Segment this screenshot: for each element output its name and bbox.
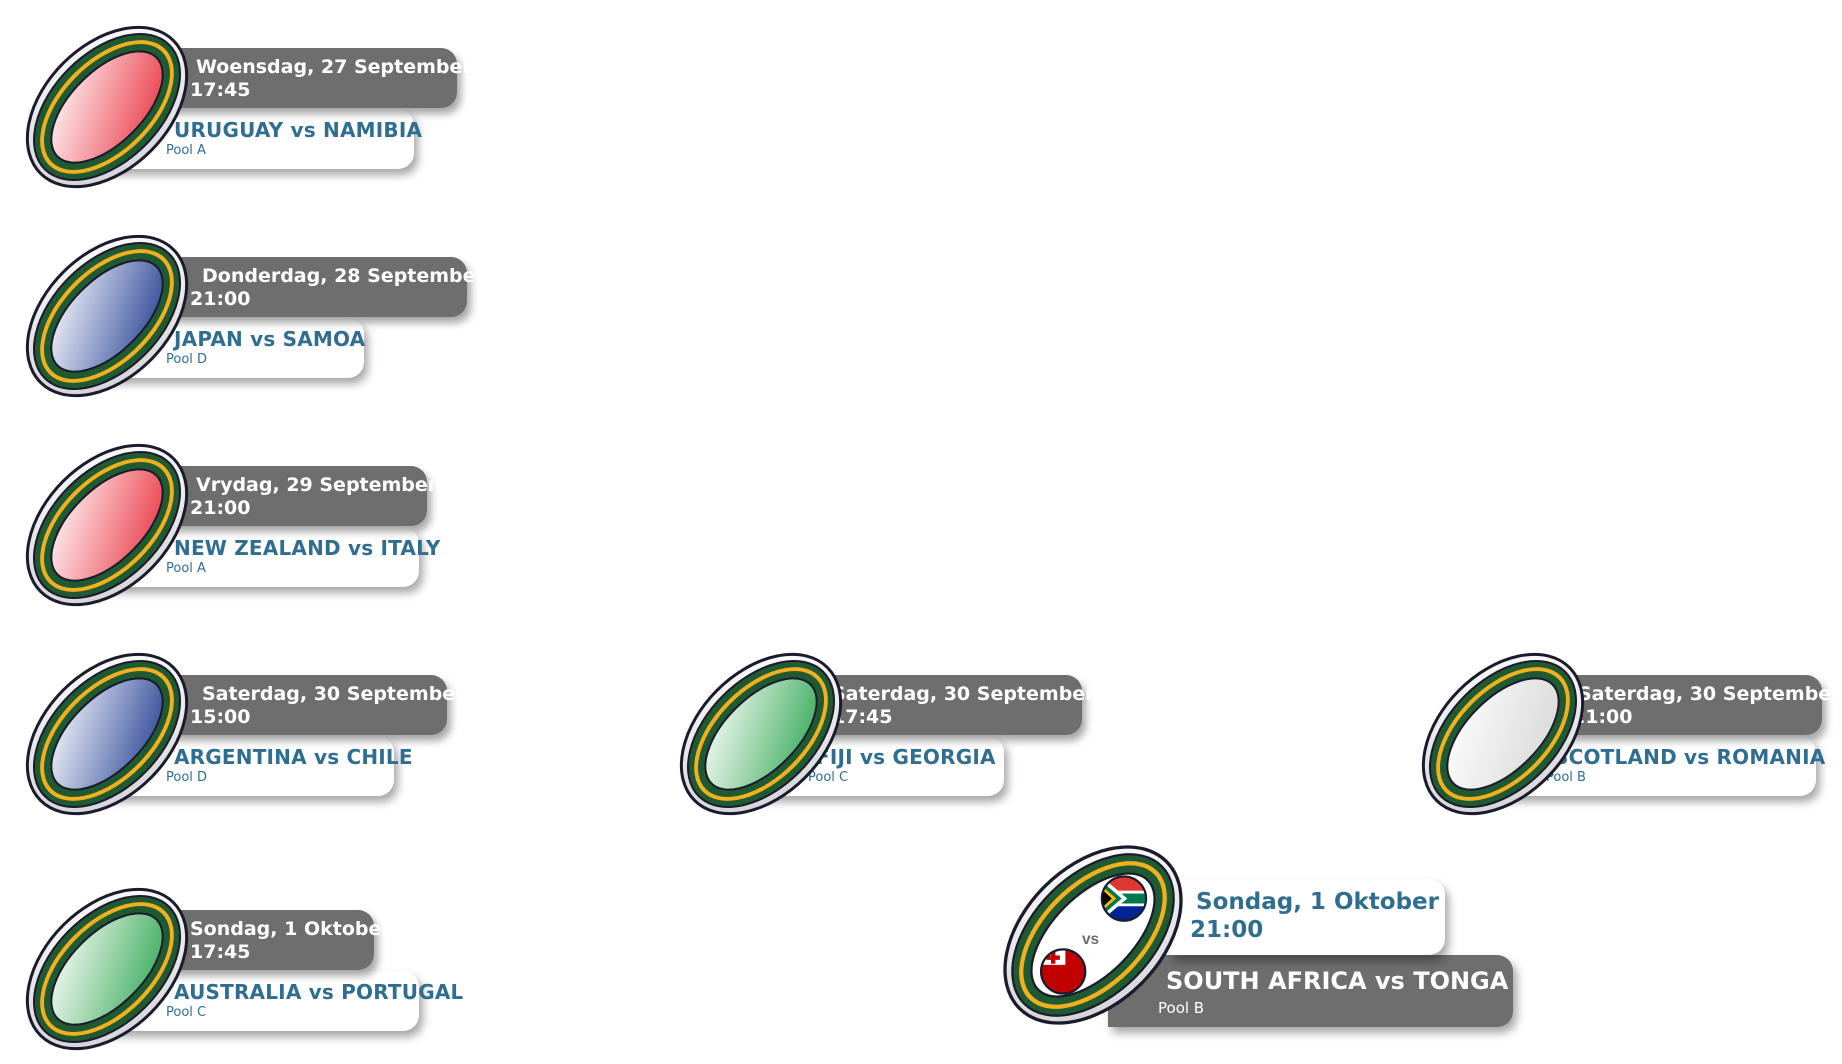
fixture-time: 21:00: [1572, 706, 1633, 728]
date-pill: Saterdag, 30 September 21:00: [1556, 675, 1841, 735]
fixture-date: Vrydag, 29 September: [196, 474, 438, 496]
date-pill: Woensdag, 27 September 17:45: [160, 48, 472, 108]
fixture-teams: FIJI vs GEORGIA: [816, 745, 996, 769]
rugby-ball-red-icon: [12, 12, 202, 202]
vs-label: vs: [1082, 931, 1099, 948]
fixture-pool: Pool A: [166, 561, 206, 576]
featured-time: 21:00: [1190, 917, 1264, 943]
date-pill: Donderdag, 28 September 21:00: [160, 257, 485, 317]
fixture-date: Sondag, 1 Oktober: [190, 918, 391, 940]
fixture-teams: NEW ZEALAND vs ITALY: [174, 536, 441, 560]
featured-date-pill: Sondag, 1 Oktober 21:00: [1170, 879, 1445, 955]
fixture-date: Saterdag, 30 September: [1578, 683, 1841, 705]
fixture-time: 17:45: [832, 706, 893, 728]
fixture-pool: Pool D: [166, 352, 208, 367]
fixture-pool: Pool D: [166, 770, 208, 785]
fixture-time: 21:00: [190, 288, 251, 310]
rugby-ball-green-icon: [666, 639, 856, 829]
fixture-card: Donderdag, 28 September 21:00 JAPAN vs S…: [12, 221, 552, 411]
featured-match-pill: SOUTH AFRICA vs TONGA Pool B: [1108, 955, 1513, 1027]
fixture-pool: Pool C: [166, 1005, 207, 1020]
featured-pool: Pool B: [1158, 999, 1205, 1017]
fixture-time: 15:00: [190, 706, 251, 728]
rugby-ball-blue-icon: [12, 639, 202, 829]
fixture-pool: Pool B: [1546, 770, 1586, 785]
fixture-card: Saterdag, 30 September 17:45 FIJI vs GEO…: [666, 639, 1206, 829]
featured-fixture-card: vs Sondag, 1 Oktober 21:00 SOUTH AFRICA …: [988, 830, 1548, 1045]
fixture-time: 17:45: [190, 79, 251, 101]
featured-date: Sondag, 1 Oktober: [1196, 889, 1439, 915]
fixture-pool: Pool A: [166, 143, 206, 158]
featured-teams: SOUTH AFRICA vs TONGA: [1166, 967, 1509, 995]
fixture-teams: AUSTRALIA vs PORTUGAL: [174, 980, 464, 1004]
fixture-date: Saterdag, 30 September: [832, 683, 1095, 705]
tonga-flag-icon: [1039, 948, 1087, 995]
match-pill: SCOTLAND vs ROMANIA Pool B: [1498, 736, 1825, 796]
rugby-ball-green-icon: [12, 874, 202, 1064]
fixture-card: Saterdag, 30 September 21:00 SCOTLAND vs…: [1408, 639, 1842, 829]
fixture-card: Sondag, 1 Oktober 17:45 AUSTRALIA vs POR…: [12, 874, 552, 1064]
fixture-teams: URUGUAY vs NAMIBIA: [174, 118, 423, 142]
fixture-time: 17:45: [190, 941, 251, 963]
rugby-ball-white-icon: [1408, 639, 1598, 829]
fixture-date: Woensdag, 27 September: [196, 56, 472, 78]
fixture-teams: JAPAN vs SAMOA: [174, 327, 366, 351]
fixture-pool: Pool C: [808, 770, 849, 785]
rugby-ball-red-icon: [12, 430, 202, 620]
fixture-card: Vrydag, 29 September 21:00 NEW ZEALAND v…: [12, 430, 552, 620]
date-pill: Saterdag, 30 September 17:45: [814, 675, 1095, 735]
fixture-date: Saterdag, 30 September: [202, 683, 465, 705]
fixture-teams: SCOTLAND vs ROMANIA: [1554, 745, 1826, 769]
fixture-card: Woensdag, 27 September 17:45 URUGUAY vs …: [12, 12, 552, 202]
fixture-time: 21:00: [190, 497, 251, 519]
date-pill: Sondag, 1 Oktober 17:45: [160, 910, 391, 970]
date-pill: Saterdag, 30 September 15:00: [160, 675, 465, 735]
fixture-teams: ARGENTINA vs CHILE: [174, 745, 413, 769]
south-africa-flag-icon: [1100, 875, 1148, 922]
rugby-ball-featured-icon: vs: [988, 830, 1198, 1040]
fixture-card: Saterdag, 30 September 15:00 ARGENTINA v…: [12, 639, 552, 829]
rugby-ball-blue-icon: [12, 221, 202, 411]
fixture-date: Donderdag, 28 September: [202, 265, 485, 287]
date-pill: Vrydag, 29 September 21:00: [160, 466, 437, 526]
